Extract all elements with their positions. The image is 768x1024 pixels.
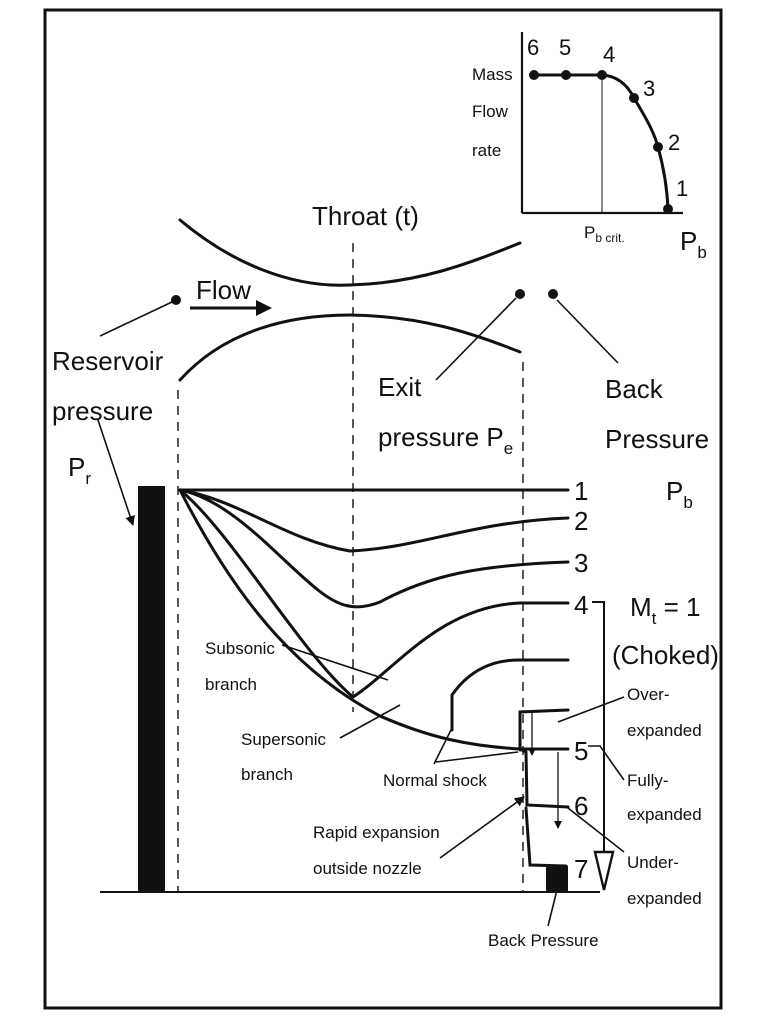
- exit-label-line-1: Exit: [378, 372, 422, 402]
- over-expanded-line-1: Over-: [627, 685, 670, 704]
- rapid-expansion-line-2: outside nozzle: [313, 859, 422, 878]
- under-expanded-line-1: Under-: [627, 853, 679, 872]
- curve-4: [178, 488, 570, 699]
- normal-shock-leader-2: [435, 751, 519, 763]
- subsonic-leader-line: [281, 644, 389, 681]
- normal-shock-leader-1: [433, 727, 453, 765]
- subsonic-label-line-1: Subsonic: [205, 639, 275, 658]
- choked-arrowhead: [593, 850, 615, 891]
- inset-point-1: [663, 204, 673, 214]
- over-expanded-leader: [557, 696, 625, 723]
- rapid-expansion-line-1: Rapid expansion: [313, 823, 440, 842]
- reservoir-arrow: [97, 419, 135, 526]
- curve-2: [178, 488, 570, 553]
- nozzle: Throat (t) Flow: [171, 201, 558, 382]
- over-expanded-line-2: expanded: [627, 721, 702, 740]
- back-pressure-label-line-2: Pressure: [605, 424, 709, 454]
- exit-leader-line: [435, 297, 517, 381]
- under-expanded-leader: [567, 807, 625, 853]
- inset-point-5: [561, 70, 571, 80]
- choked-note: (Choked): [612, 640, 719, 670]
- reservoir-label-line-2: pressure: [52, 396, 153, 426]
- back-pressure-bottom-leader: [547, 889, 558, 927]
- fully-expanded-leader: [588, 745, 625, 781]
- curve-over-expanded: [518, 708, 570, 752]
- reservoir-pressure-bar: [138, 486, 165, 892]
- inset-point-label-3: 3: [643, 76, 655, 101]
- fully-expanded-line-2: expanded: [627, 805, 702, 824]
- inset-mass-flow-plot: 6 5 4 3 2 1 Mass Flow rate Pb crit. Pb: [472, 32, 707, 262]
- curve-3: [178, 488, 570, 609]
- inset-point-label-6: 6: [527, 35, 539, 60]
- throat-label: Throat (t): [312, 201, 419, 231]
- back-pressure-label-line-1: Back: [605, 374, 664, 404]
- nozzle-lower-wall: [178, 313, 522, 382]
- inset-point-3: [629, 93, 639, 103]
- reservoir-leader-line: [99, 301, 173, 337]
- inset-point-label-4: 4: [603, 42, 615, 67]
- fully-expanded-line-1: Fully-: [627, 771, 669, 790]
- reservoir-symbol: Pr: [68, 452, 91, 488]
- flow-arrowhead: [256, 300, 272, 316]
- inset-point-label-5: 5: [559, 35, 571, 60]
- under-expanded-line-2: expanded: [627, 889, 702, 908]
- curve-label-1: 1: [574, 476, 588, 506]
- inset-point-4: [597, 70, 607, 80]
- supersonic-label-line-2: branch: [241, 765, 293, 784]
- curve-label-3: 3: [574, 548, 588, 578]
- reservoir-label-line-1: Reservoir: [52, 346, 164, 376]
- reservoir-tap-dot: [171, 295, 181, 305]
- curve-supersonic: [178, 488, 570, 751]
- choked-label: Mt = 1: [630, 592, 701, 628]
- inset-ylabel-line-1: Mass: [472, 65, 513, 84]
- inset-xlabel-pb: Pb: [680, 226, 707, 262]
- exit-tap-dot: [515, 289, 525, 299]
- curve-after-shock: [450, 658, 570, 732]
- curve-label-4: 4: [574, 590, 588, 620]
- back-pressure-bottom-label: Back Pressure: [488, 931, 599, 950]
- rapid-expansion-arrow: [439, 796, 525, 859]
- back-pressure-symbol: Pb: [666, 476, 693, 512]
- inset-ylabel-line-3: rate: [472, 141, 501, 160]
- curve-6: [518, 747, 570, 809]
- flow-label: Flow: [196, 275, 251, 305]
- supersonic-leader-line: [339, 704, 401, 739]
- curve-label-7: 7: [574, 854, 588, 884]
- back-leader-line: [556, 299, 619, 364]
- back-tap-dot: [548, 289, 558, 299]
- exit-label-line-2: pressure Pe: [378, 422, 513, 458]
- supersonic-label-line-1: Supersonic: [241, 730, 327, 749]
- choked-bracket: [592, 601, 605, 852]
- inset-point-label-1: 1: [676, 176, 688, 201]
- inset-point-label-2: 2: [668, 130, 680, 155]
- curve-label-2: 2: [574, 506, 588, 536]
- back-pressure-block: [546, 866, 568, 892]
- normal-shock-label: Normal shock: [383, 771, 487, 790]
- curve-7: [524, 806, 568, 868]
- inset-mass-flow-curve: [532, 73, 670, 211]
- pressure-curves: [178, 488, 570, 892]
- inset-point-2: [653, 142, 663, 152]
- inset-xtick-pbcrit: Pb crit.: [584, 223, 625, 245]
- inset-ylabel-line-2: Flow: [472, 102, 509, 121]
- outer-frame: [43, 8, 723, 1010]
- curve-label-6: 6: [574, 791, 588, 821]
- inset-point-6: [529, 70, 539, 80]
- subsonic-label-line-2: branch: [205, 675, 257, 694]
- curve-label-5: 5: [574, 736, 588, 766]
- nozzle-upper-wall: [178, 218, 522, 287]
